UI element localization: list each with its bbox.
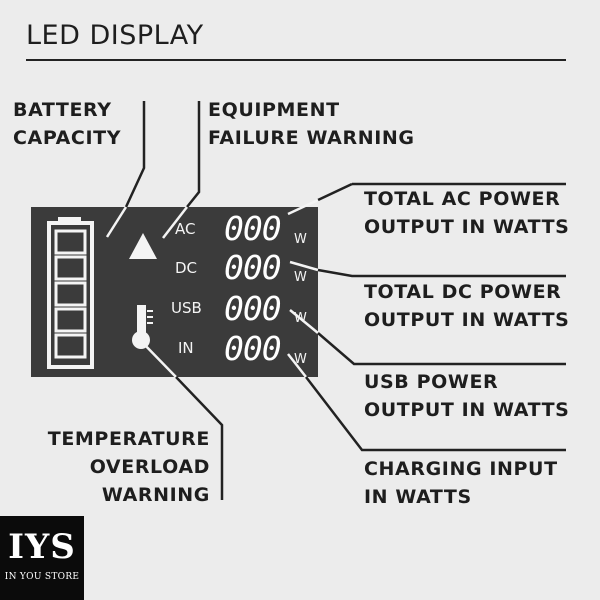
dc-leader (289, 260, 319, 272)
battery-icon (47, 217, 94, 369)
usb-value: 000 (224, 289, 282, 328)
dc-row-label: DC (175, 259, 198, 277)
in-value: 000 (224, 329, 282, 368)
page-title: LED DISPLAY (26, 20, 204, 51)
dc-value: 000 (224, 248, 282, 287)
ac-leader (287, 198, 319, 216)
dc-unit: W (294, 270, 307, 285)
ac-row-label: AC (175, 220, 196, 238)
usb-leader (289, 309, 319, 334)
battery-leader (124, 101, 146, 208)
ac-unit: W (294, 232, 307, 247)
in-row-label: IN (178, 339, 194, 357)
ac-value: 000 (224, 209, 282, 248)
led-display-panel: AC DC USB IN 000 000 000 000 W W W W (31, 207, 318, 377)
store-logo: IYS IN YOU STORE (0, 516, 84, 600)
warning-triangle-icon (129, 233, 157, 259)
usb-row-label: USB (171, 299, 202, 317)
in-unit: W (294, 352, 307, 367)
logo-monogram: IYS (8, 527, 76, 567)
charging-leader (287, 353, 307, 378)
logo-tagline: IN YOU STORE (4, 572, 80, 582)
failure-leader (186, 101, 201, 208)
title-underline (26, 59, 566, 61)
temperature-leader (139, 339, 177, 378)
